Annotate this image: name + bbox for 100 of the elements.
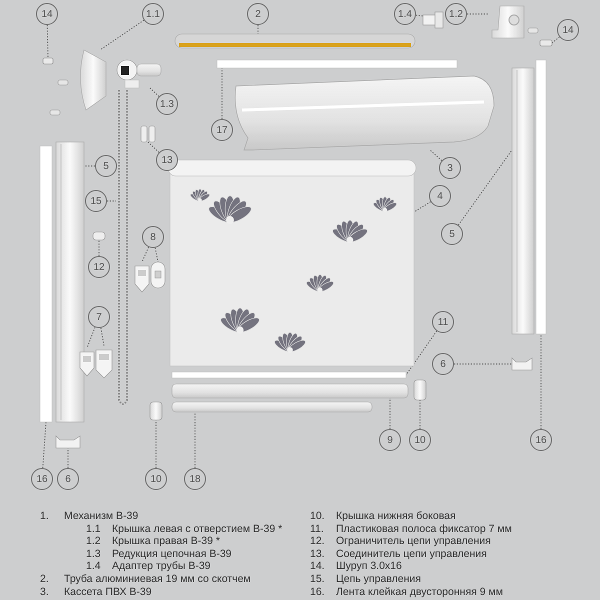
- leader-line: [46, 24, 48, 58]
- callout-number: 15: [85, 190, 107, 212]
- leader-line: [194, 412, 196, 468]
- part-name: Пластиковая полоса фиксатор 7 мм: [336, 522, 512, 535]
- callout-number: 1.1: [142, 3, 164, 25]
- chain-mechanism-drawing: [116, 60, 162, 88]
- adapter-drawing: [422, 12, 444, 28]
- leader-line: [414, 201, 432, 212]
- callout-number: 8: [142, 226, 164, 248]
- callout-number: 5: [95, 155, 117, 177]
- callout-number: 10: [409, 429, 431, 451]
- part-name: Редукция цепочная В-39: [112, 548, 232, 560]
- tube-drawing: [174, 34, 416, 48]
- leader-line: [552, 36, 560, 44]
- part-name: Адаптер трубы В-39: [112, 560, 210, 572]
- part-name: Шуруп 3.0x16: [336, 560, 402, 572]
- part-name: Крышка правая В-39 *: [112, 535, 220, 548]
- item-number: 1.: [40, 510, 49, 522]
- callout-number: 13: [156, 149, 178, 171]
- item-number: 1.2: [86, 535, 101, 548]
- callout-number: 2: [247, 3, 269, 25]
- item-number: 3.: [40, 586, 49, 598]
- leader-line: [86, 326, 96, 348]
- callout-number: 1.2: [445, 3, 467, 25]
- leader-line: [150, 88, 160, 97]
- callout-number: 11: [432, 311, 454, 333]
- item-number: 2.: [40, 573, 49, 585]
- part-name: Крышка нижняя боковая: [336, 510, 456, 522]
- part-name: Цепь управления: [336, 573, 421, 585]
- leader-line: [42, 422, 46, 468]
- callout-number: 12: [88, 256, 110, 278]
- item-number: 14.: [310, 560, 325, 572]
- part-name: Ограничитель цепи управления: [336, 535, 491, 548]
- leader-line: [154, 247, 158, 262]
- screw-drawing: [42, 58, 54, 64]
- end-cap-drawing: [414, 380, 426, 400]
- callout-number: 16: [530, 429, 552, 451]
- leader-line: [106, 200, 116, 202]
- bottom-rail-drawing: [172, 402, 372, 412]
- callout-number: 17: [211, 119, 233, 141]
- leader-line: [458, 150, 512, 226]
- part-name: Кассета ПВХ В-39: [64, 586, 152, 598]
- callout-number: 5: [441, 223, 463, 245]
- callout-number: 4: [429, 185, 451, 207]
- leader-line: [142, 246, 150, 262]
- callout-number: 10: [145, 468, 167, 490]
- item-number: 15.: [310, 573, 325, 585]
- leader-line: [100, 327, 104, 346]
- end-cap-drawing: [512, 357, 532, 370]
- strip-drawing: [172, 372, 406, 378]
- part-name: Лента клейкая двусторонняя 9 мм: [336, 586, 503, 598]
- leader-line: [98, 240, 100, 256]
- item-number: 1.3: [86, 548, 101, 560]
- callout-number: 6: [432, 353, 454, 375]
- end-cap-drawing: [56, 435, 80, 448]
- limiter-drawing: [92, 232, 106, 240]
- callout-number: 6: [57, 468, 79, 490]
- bracket-drawing: [492, 6, 524, 38]
- item-number: 11.: [310, 522, 324, 535]
- clip-drawing: [134, 266, 150, 292]
- clip-drawing: [80, 352, 94, 376]
- bottom-rail-drawing: [172, 384, 408, 398]
- leader-line: [100, 20, 144, 50]
- end-cap-drawing: [150, 402, 162, 420]
- end-cap-drawing: [80, 50, 106, 110]
- tape-strip-drawing: [536, 60, 546, 334]
- callout-number: 18: [184, 468, 206, 490]
- strip-drawing: [216, 60, 458, 68]
- clip-drawing: [96, 350, 112, 378]
- callout-number: 14: [557, 19, 579, 41]
- callout-number: 14: [36, 3, 58, 25]
- leader-line: [148, 142, 160, 153]
- connector-drawing: [140, 126, 156, 142]
- screw-drawing: [540, 40, 552, 46]
- chain-drawing: [118, 90, 128, 404]
- side-profile-drawing: [56, 142, 84, 422]
- leader-line: [406, 330, 438, 376]
- callout-number: 1.4: [394, 3, 416, 25]
- callout-number: 3: [439, 157, 461, 179]
- callout-number: 16: [31, 468, 53, 490]
- tape-strip-drawing: [40, 146, 52, 422]
- item-number: 13.: [310, 548, 325, 560]
- item-number: 1.1: [86, 522, 101, 535]
- part-name: Механизм В-39: [64, 510, 138, 522]
- cassette-drawing: [234, 76, 494, 150]
- leader-line: [540, 334, 542, 430]
- item-number: 16.: [310, 586, 325, 598]
- side-profile-drawing: [512, 68, 534, 334]
- callout-number: 1.3: [156, 93, 178, 115]
- item-number: 1.4: [86, 560, 101, 572]
- callout-number: 7: [88, 306, 110, 328]
- part-name: Соединитель цепи управления: [336, 548, 487, 560]
- leader-line: [430, 150, 442, 162]
- leader-line: [415, 14, 424, 16]
- item-number: 10.: [310, 510, 325, 522]
- callout-number: 9: [379, 429, 401, 451]
- part-name: Труба алюминиевая 19 мм со скотчем: [64, 573, 251, 585]
- item-number: 12.: [310, 535, 325, 548]
- part-name: Крышка левая с отверстием В-39 *: [112, 522, 282, 535]
- clip-drawing: [150, 262, 166, 288]
